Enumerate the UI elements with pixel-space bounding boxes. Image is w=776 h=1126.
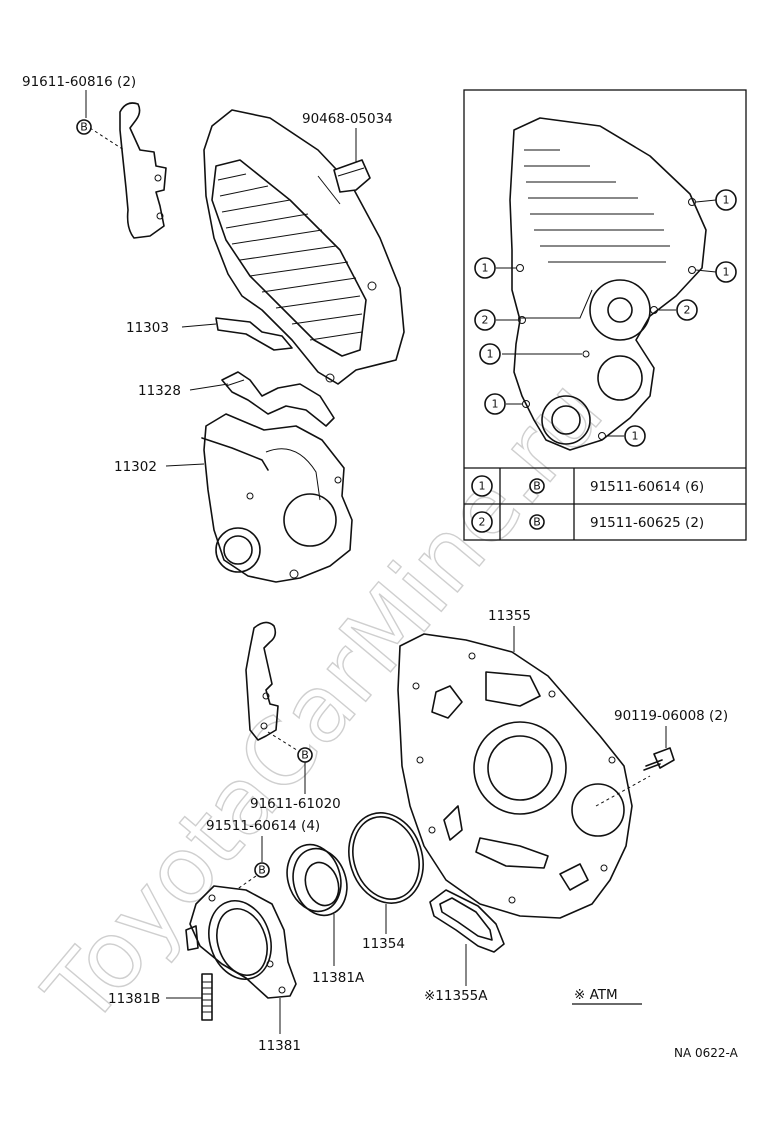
legend-row: 2 B 91511-60625 (2) xyxy=(471,511,704,533)
svg-text:91511-60614 (6): 91511-60614 (6) xyxy=(590,479,704,495)
svg-text:91511-60625 (2): 91511-60625 (2) xyxy=(590,515,704,531)
svg-text:2: 2 xyxy=(684,304,691,317)
svg-text:2: 2 xyxy=(479,516,486,529)
label-11355A: ※11355A xyxy=(424,988,488,1004)
inset-callout: 1 xyxy=(474,257,496,279)
bolt-90119-06008 xyxy=(643,747,675,771)
drawing-code: NA 0622-A xyxy=(674,1046,739,1060)
label-90468-05034: 90468-05034 xyxy=(302,111,393,127)
inset-callout: 1 xyxy=(484,393,506,415)
badge-b-icon: B xyxy=(254,862,270,878)
label-90119-06008: 90119-06008 (2) xyxy=(614,708,728,724)
rear-end-plate xyxy=(397,633,651,919)
bracket-lower xyxy=(245,621,301,753)
oil-seal-11381A xyxy=(286,843,348,917)
legend-row: 1 B 91511-60614 (6) xyxy=(471,475,704,497)
gasket-11328 xyxy=(221,371,335,427)
badge-b-icon: B xyxy=(297,747,313,763)
svg-text:1: 1 xyxy=(479,480,486,493)
stud-11381B xyxy=(201,973,213,1021)
inset-callout: 2 xyxy=(676,299,698,321)
svg-text:1: 1 xyxy=(487,348,494,361)
seal-retainer-11381 xyxy=(185,885,297,999)
label-91611-61020: 91611-61020 xyxy=(250,796,341,812)
label-11302: 11302 xyxy=(114,459,157,475)
svg-text:1: 1 xyxy=(482,262,489,275)
lower-timing-cover xyxy=(201,413,353,583)
label-11381B: 11381B xyxy=(108,991,160,1007)
svg-text:1: 1 xyxy=(492,398,499,411)
svg-text:B: B xyxy=(80,121,88,134)
gasket-11355A xyxy=(429,889,505,953)
label-11354: 11354 xyxy=(362,936,405,952)
svg-text:1: 1 xyxy=(723,194,730,207)
inset-callout: 1 xyxy=(715,189,737,211)
atm-note: ※ ATM xyxy=(574,987,618,1003)
inset-callout: 1 xyxy=(624,425,646,447)
label-11355: 11355 xyxy=(488,608,531,624)
label-91511-60614-4: 91511-60614 (4) xyxy=(206,818,320,834)
bracket-upper xyxy=(89,102,167,239)
svg-text:1: 1 xyxy=(632,430,639,443)
inset-callout: 2 xyxy=(474,309,496,331)
svg-text:2: 2 xyxy=(482,314,489,327)
label-11328: 11328 xyxy=(138,383,181,399)
label-91611-60816: 91611-60816 (2) xyxy=(22,74,136,90)
label-11381A: 11381A xyxy=(312,970,365,986)
inset-box xyxy=(463,89,747,541)
svg-text:1: 1 xyxy=(723,266,730,279)
svg-text:B: B xyxy=(258,864,266,877)
svg-text:B: B xyxy=(301,749,309,762)
svg-text:B: B xyxy=(533,516,541,529)
clip-90468-05034 xyxy=(333,159,371,193)
o-ring-11354 xyxy=(348,812,424,904)
upper-timing-cover xyxy=(203,109,405,385)
label-11381: 11381 xyxy=(258,1038,301,1054)
label-11303: 11303 xyxy=(126,320,169,336)
svg-text:B: B xyxy=(533,480,541,493)
badge-b-icon: B xyxy=(76,119,92,135)
inset-callout: 1 xyxy=(715,261,737,283)
inset-callout: 1 xyxy=(479,343,501,365)
